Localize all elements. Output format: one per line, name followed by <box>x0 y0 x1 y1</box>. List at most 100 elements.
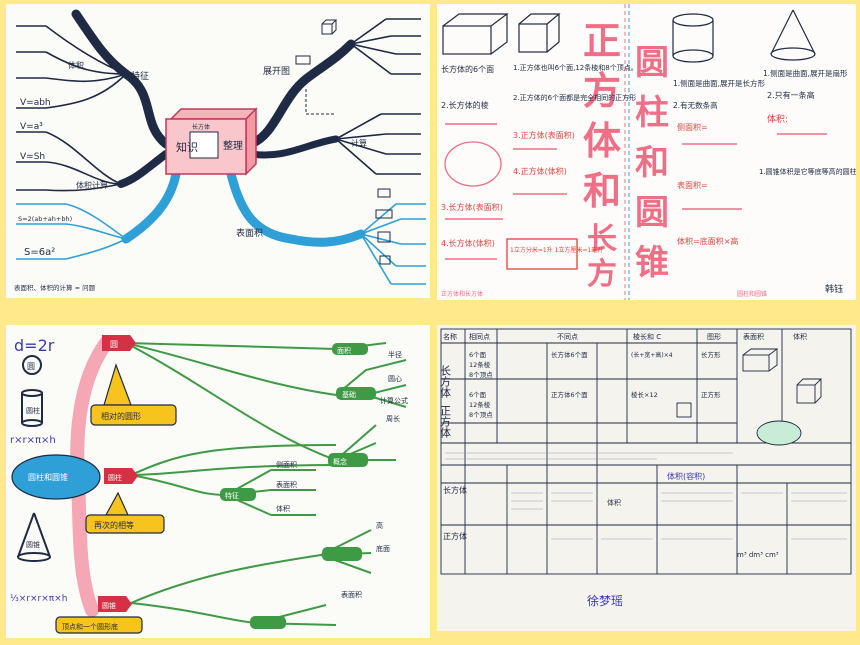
formula-d: d=2r <box>14 336 55 355</box>
leaf-face: 表面积 <box>341 590 362 599</box>
signature-br: 徐梦瑶 <box>587 593 623 608</box>
cone-icon <box>17 512 51 562</box>
cell-r2-3: 正方体6个面 <box>551 390 588 399</box>
green-highlight <box>756 420 802 446</box>
leaf-feature: 特征 <box>225 491 239 500</box>
title-char-5: 长 <box>587 222 617 257</box>
right-thin-branches <box>335 18 421 175</box>
units: m³ dm³ cm³ <box>737 551 779 559</box>
formula-cone: ⅓×r×r×π×h <box>10 594 67 604</box>
table-sketches <box>676 348 823 418</box>
bottom-label: 体积 <box>607 498 621 507</box>
row-label-cuboid-2: 长方体 <box>443 485 467 495</box>
cyl-note-4: 表面积= <box>677 180 708 190</box>
callout-2: 再次的相等 <box>94 520 134 530</box>
signature-tr: 韩钰 <box>825 283 843 295</box>
cell-r1-4: (长+宽+高)×4 <box>631 351 673 359</box>
branch-label-unfold: 展开图 <box>263 66 290 77</box>
header-4: 图形 <box>707 333 721 341</box>
center-ellipse <box>11 454 101 500</box>
header-6: 体积 <box>793 332 807 341</box>
green-nodes <box>220 343 376 629</box>
table-grid <box>440 328 852 575</box>
cone-note-1: 1.侧面是曲面,展开是扇形 <box>763 68 848 78</box>
header-2: 不同点 <box>557 333 578 341</box>
center-right-label: 整理 <box>223 139 243 152</box>
trunk-branch-upper-left <box>71 9 171 149</box>
leaf-center: 圆心 <box>388 375 402 383</box>
trunk-branch-right <box>247 135 340 159</box>
center-box-label: 长方体 <box>192 123 210 131</box>
cuboid-sketch <box>442 13 561 55</box>
cell-r2-4: 棱长×12 <box>631 390 658 399</box>
callout-3: 顶点和一个圆形底 <box>62 622 118 631</box>
blue-thin-branches <box>16 203 426 285</box>
title-char-1: 正 <box>583 18 621 63</box>
formula-v-a3: V=a³ <box>20 122 43 132</box>
yellow-callouts <box>55 363 177 634</box>
cone-note-4: 1.圆锥体积是它等底等高的圆柱的⅓ <box>759 167 856 176</box>
cell-r1-1: 12条棱 <box>469 360 491 369</box>
leaf-concept: 概念 <box>333 457 347 466</box>
cone-note-2: 2.只有一条高 <box>767 90 815 100</box>
comparison-table-drawing: 名称 相同点 不同点 棱长和 C 图形 表面积 体积 长方体 正方体 长方体 正… <box>439 328 852 608</box>
leaf-calc: 计算公式 <box>380 396 408 405</box>
title2-char-4: 圆 <box>635 193 669 233</box>
branch-label-feature: 特征 <box>131 70 149 82</box>
red-nodes <box>98 335 138 612</box>
scribbles <box>445 123 827 260</box>
center-label: 圆柱和圆锥 <box>28 472 68 482</box>
leaf-base: 底面 <box>376 544 390 553</box>
cell-r2-5: 正方形 <box>701 390 721 399</box>
cyl-note-1: 1.侧面是曲面,展开是长方形 <box>673 78 766 88</box>
leaf-surface: 表面积 <box>276 480 297 489</box>
handwriting-lines <box>445 452 847 540</box>
label-cylinder: 圆柱 <box>26 406 40 415</box>
row-label-cuboid: 长方体 <box>439 365 452 398</box>
header-1: 相同点 <box>469 332 490 341</box>
title-char-3: 体 <box>583 118 621 163</box>
formula-s-area: S=2(ab+ah+bh) <box>18 215 72 223</box>
red-note: 1立方分米=1升 1立方厘米=1毫升 <box>510 246 603 254</box>
red-note-box <box>506 238 578 270</box>
cone-note-3: 体积: <box>767 113 788 125</box>
branch-label-volume-calc: 体积计算 <box>76 180 108 190</box>
row-label-cube: 正方体 <box>439 405 452 438</box>
mindmap-cuboid-drawing: 知识 整理 长方体 特征 展开图 体积 体积计算 表面积 计算 V=abh V=… <box>14 9 426 292</box>
formula-s-6a2: S=6a² <box>24 247 55 258</box>
cell-r1-3: 长方体6个面 <box>551 350 588 359</box>
cyl-note-5: 体积=底面积×高 <box>677 236 738 246</box>
middle-note-4: 4.正方体(体积) <box>513 166 567 176</box>
cylinder-cone-sketch <box>672 9 816 63</box>
node-circle: 圆 <box>110 340 118 349</box>
branch-label-surface: 表面积 <box>236 227 263 239</box>
green-branches <box>125 342 407 626</box>
trunk-branch-lower-right <box>226 169 366 247</box>
cyl-note-3: 侧面积= <box>677 122 708 132</box>
leaf-area: 面积 <box>337 346 351 355</box>
node-cylinder: 圆柱 <box>108 473 122 482</box>
trunk-branch-left <box>117 150 170 188</box>
left-note-b: 2.长方体的棱 <box>441 100 489 110</box>
formula-v-abh: V=abh <box>20 98 51 108</box>
cell-r2-1: 12条棱 <box>469 400 491 409</box>
row-label-cube-2: 正方体 <box>443 531 467 541</box>
leaf-basic: 基础 <box>342 390 356 399</box>
header-0: 名称 <box>443 332 457 341</box>
cell-r2-0: 6个面 <box>469 391 487 399</box>
trunk-branch-upper-right <box>246 39 356 149</box>
title2-char-1: 圆 <box>635 43 669 83</box>
center-box <box>165 107 258 176</box>
mindmap-cylinder-panel: 圆 圆柱 圆锥 相对的圆形 再次的相等 顶点和一个圆形底 圆柱和圆锥 d=2r … <box>6 325 430 638</box>
branch-label-calc: 计算 <box>351 138 367 148</box>
title2-char-5: 锥 <box>635 243 669 283</box>
middle-note-1: 1.正方体也叫6个面,12条棱和8个顶点。 <box>513 63 638 72</box>
notes-panel: 正 方 体 和 长 方 圆 柱 和 圆 锥 正方体和长方体 圆柱和圆锥 长方体的… <box>437 4 856 300</box>
middle-note-2: 2.正方体的6个面都是完全相同的正方形 <box>513 93 636 102</box>
middle-note-3: 3.正方体(表面积) <box>513 130 575 140</box>
left-title: 正方体和长方体 <box>441 290 483 298</box>
formula-v-sh: V=Sh <box>20 152 45 162</box>
cell-r1-0: 6个面 <box>469 351 487 359</box>
title-char-6: 方 <box>587 257 617 292</box>
trunk-branch-lower-left <box>121 169 181 244</box>
